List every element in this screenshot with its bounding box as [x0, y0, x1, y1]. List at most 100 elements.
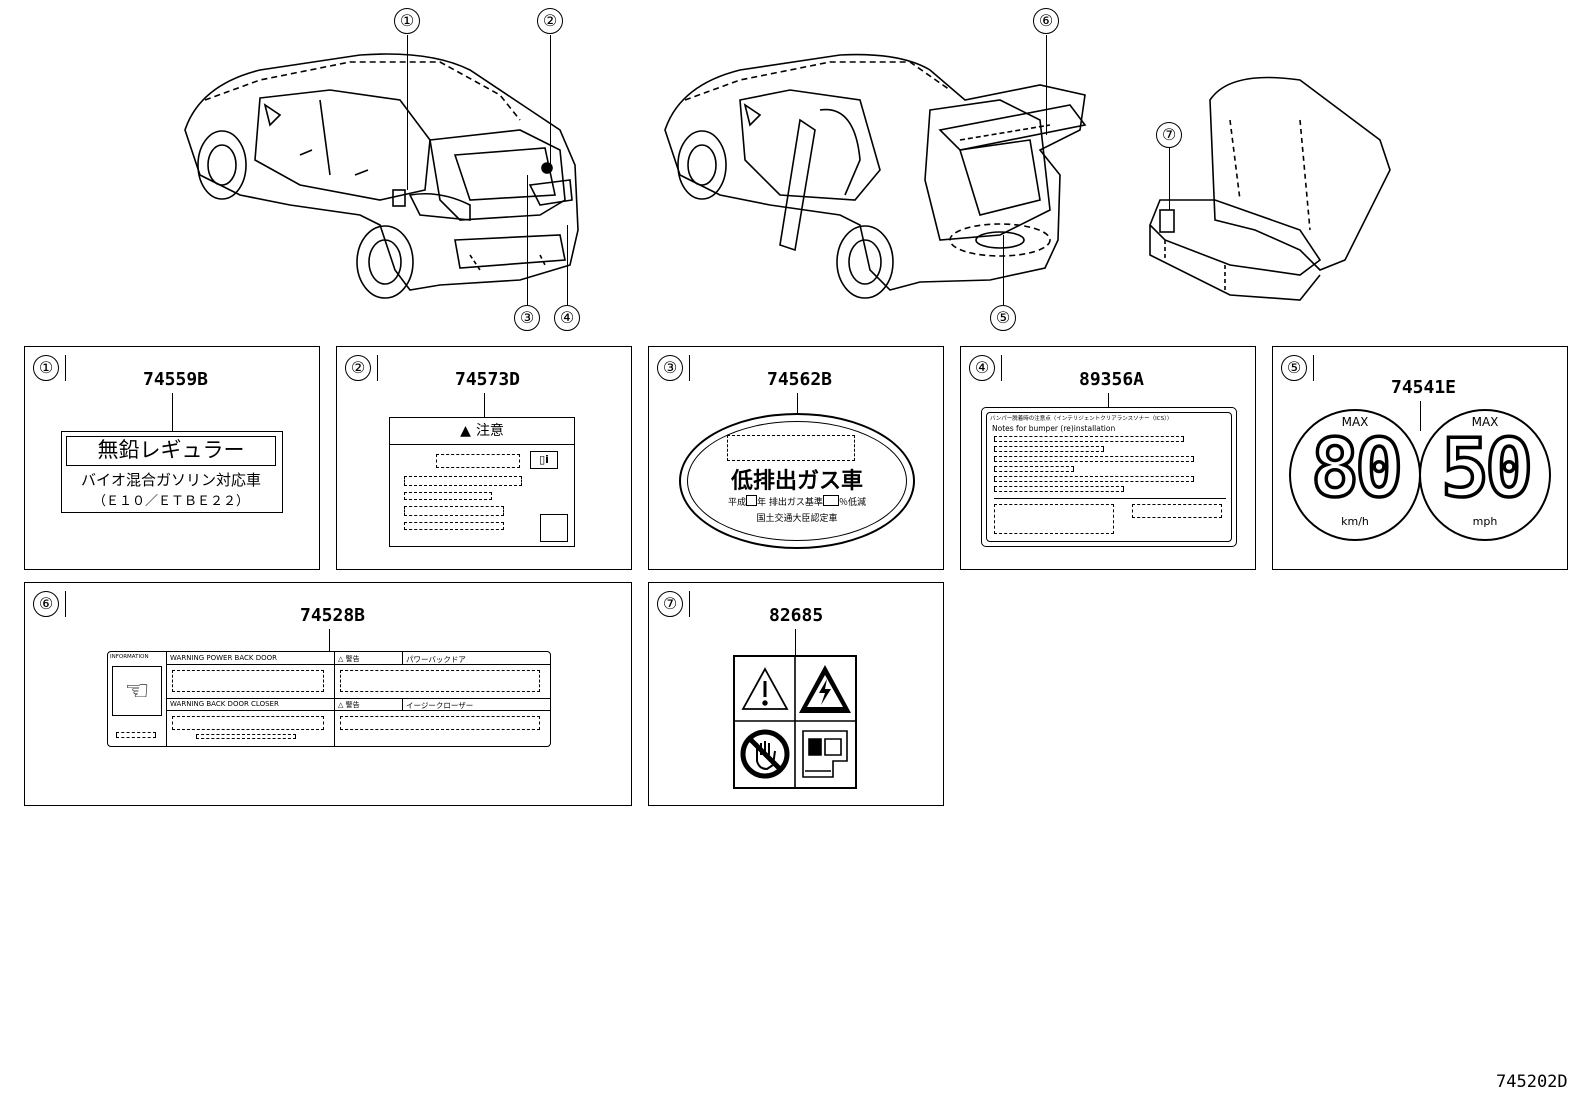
- warning-row-1: WARNING POWER BACK DOOR △ 警告 パワーバックドア: [166, 652, 550, 699]
- callout-4: ④: [554, 305, 580, 331]
- callout-2: ②: [537, 8, 563, 34]
- placeholder-text-line: [994, 466, 1074, 472]
- placeholder-text-line: [994, 436, 1184, 442]
- part-number: 74562B: [767, 369, 833, 390]
- callout-3: ③: [514, 305, 540, 331]
- callout-7: ⑦: [1156, 122, 1182, 148]
- placeholder-text-block: [994, 504, 1114, 534]
- panel-number: ②: [345, 355, 371, 381]
- corner-divider: [55, 591, 66, 617]
- part-number: 74559B: [143, 369, 209, 390]
- placeholder-text-line: [994, 476, 1194, 482]
- part-leader: [329, 629, 330, 651]
- bumper-header-text: バンパー脱着時の注意点〈インテリジェントクリアランスソナー（ICS）〉: [990, 416, 1173, 422]
- corner-divider: [991, 355, 1002, 381]
- part-leader: [795, 629, 796, 655]
- panel-number: ④: [969, 355, 995, 381]
- caution-label-sticker: ▲ 注意 ▯i: [389, 417, 575, 547]
- placeholder-text-block: [1132, 504, 1222, 518]
- warning-row-2: WARNING BACK DOOR CLOSER △ 警告 イージークローザー: [166, 698, 550, 746]
- speed-unit: km/h: [1341, 515, 1369, 528]
- placeholder-text-line: [116, 732, 156, 738]
- column-divider: [402, 698, 403, 710]
- callout-5: ⑤: [990, 305, 1016, 331]
- placeholder-text-line: [994, 486, 1124, 492]
- warning-jp-title: パワーバックドア: [406, 655, 466, 664]
- warning-jp-label: △ 警告: [338, 701, 360, 709]
- column-divider: [334, 652, 335, 698]
- warning-en-label: WARNING BACK DOOR CLOSER: [170, 700, 279, 708]
- label-panel-5: ⑤ 74541E MAX 80 km/h MAX 50 mph: [1272, 346, 1568, 570]
- vehicle-rear-view-illustration: [184, 53, 579, 299]
- corner-divider: [367, 355, 378, 381]
- part-number: 74541E: [1391, 377, 1457, 398]
- part-number: 74528B: [300, 605, 366, 626]
- vehicle-open-doors-illustration: [664, 53, 1087, 299]
- info-block: INFORMATION ☜: [108, 652, 167, 746]
- hand-gesture-icon: ☜: [112, 666, 162, 716]
- electric-shock-icon: [799, 665, 851, 713]
- placeholder-text-line: [196, 734, 296, 739]
- corner-divider: [679, 355, 690, 381]
- callout-leader: [550, 35, 551, 165]
- warning-jp-text: 警告: [345, 655, 360, 663]
- part-leader: [484, 393, 485, 417]
- placeholder-text-block: [340, 716, 540, 730]
- warning-jp-label: △ 警告: [338, 655, 360, 663]
- exclamation-warning-icon: [741, 667, 789, 710]
- fuel-label-sticker: 無鉛レギュラー バイオ混合ガソリン対応車 （Ｅ１０／ＥＴＢＥ２２）: [61, 431, 283, 513]
- panel-number: ①: [33, 355, 59, 381]
- vehicle-illustrations: ① ② ③ ④ ⑤ ⑥ ⑦: [0, 0, 1592, 335]
- row-divider: [166, 664, 550, 665]
- speed-limit-sign-kmh: MAX 80 km/h: [1289, 409, 1421, 541]
- part-number: 82685: [769, 605, 824, 626]
- bumper-notes-text: Notes for bumper (re)installation: [992, 424, 1116, 433]
- column-divider: [402, 652, 403, 664]
- speed-max-label: MAX: [1341, 415, 1369, 429]
- part-leader: [1108, 393, 1109, 407]
- reduction-text: ％低減: [838, 498, 866, 508]
- warning-triangle-icon: ▲: [460, 423, 471, 439]
- emission-standard-line: 平成年 排出ガス基準％低減: [681, 495, 913, 508]
- fuel-type-text: 無鉛レギュラー: [66, 436, 276, 466]
- fuel-spec-text: （Ｅ１０／ＥＴＢＥ２２）: [92, 494, 249, 509]
- section-divider: [994, 498, 1226, 499]
- pictogram-grid: [735, 657, 855, 787]
- part-leader: [797, 393, 798, 413]
- corner-divider: [1303, 355, 1314, 381]
- ministry-cert-text: 国土交通大臣認定車: [756, 514, 838, 524]
- part-leader: [172, 393, 173, 431]
- manual-book-icon: ▯i: [530, 451, 558, 469]
- info-side-label: INFORMATION: [110, 654, 149, 660]
- warning-jp-text: 警告: [345, 701, 360, 709]
- label-panel-7: ⑦ 82685: [648, 582, 944, 806]
- warning-jp-title: イージークローザー: [406, 701, 474, 710]
- placeholder-text-block: [172, 670, 324, 692]
- callout-6: ⑥: [1033, 8, 1059, 34]
- rear-seat-illustration: [1149, 76, 1391, 301]
- warning-en-label: WARNING POWER BACK DOOR: [170, 654, 277, 662]
- label-panel-6: ⑥ 74528B INFORMATION ☜ WARNING POWER BAC…: [24, 582, 632, 806]
- speed-max-label: MAX: [1471, 415, 1499, 429]
- callout-1: ①: [394, 8, 420, 34]
- code-box: [540, 514, 568, 542]
- caution-title: 注意: [475, 423, 504, 439]
- row-divider: [166, 710, 550, 711]
- bumper-notes-sticker: バンパー脱着時の注意点〈インテリジェントクリアランスソナー（ICS）〉 Note…: [981, 407, 1237, 547]
- panel-number: ⑥: [33, 591, 59, 617]
- callout-leader: [527, 175, 528, 305]
- panel-number: ⑤: [1281, 355, 1307, 381]
- no-hand-icon: [740, 729, 790, 779]
- placeholder-text-line: [436, 454, 520, 468]
- callout-leader: [1003, 235, 1004, 305]
- speed-value: 50: [1439, 421, 1535, 517]
- caution-header: ▲ 注意: [390, 418, 574, 445]
- label-panel-2: ② 74573D ▲ 注意 ▯i: [336, 346, 632, 570]
- column-divider: [334, 698, 335, 746]
- callout-leader: [1169, 148, 1170, 210]
- speed-limit-sign-mph: MAX 50 mph: [1419, 409, 1551, 541]
- emission-standard-text: 年 排出ガス基準: [757, 498, 823, 508]
- blank-box: [822, 495, 839, 506]
- corner-divider: [679, 591, 690, 617]
- power-back-door-warning-sticker: INFORMATION ☜ WARNING POWER BACK DOOR △ …: [107, 651, 551, 747]
